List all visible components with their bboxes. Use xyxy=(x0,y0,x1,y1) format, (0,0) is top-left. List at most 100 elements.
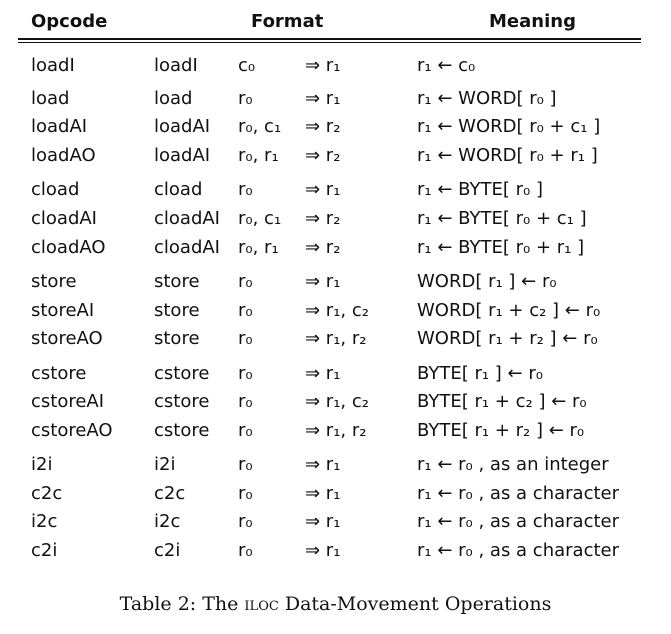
table-row: storeAI store r₀ ⇒ r₁, c₂ WORD[ r₁ + c₂ ] ← … xyxy=(0,297,671,325)
format-target-cell: ⇒ r₁ xyxy=(305,540,341,561)
format-opcode-cell: cstore xyxy=(154,363,210,384)
table-row: cstoreAO cstore r₀ ⇒ r₁, r₂ BYTE[ r₁ + r₂ ] … xyxy=(0,417,671,445)
format-opcode-cell: cloadAI xyxy=(154,208,220,229)
format-opcode-cell: loadI xyxy=(154,55,198,76)
meaning-cell: BYTE[ r₁ ] ← r₀ xyxy=(417,363,543,384)
table-row: store store r₀ ⇒ r₁ WORD[ r₁ ] ← r₀ xyxy=(0,268,671,296)
header-meaning: Meaning xyxy=(489,11,576,32)
format-opcode-cell: c2c xyxy=(154,483,186,504)
format-source-cell: r₀ xyxy=(238,300,253,321)
opcode-cell: cstoreAO xyxy=(31,420,113,441)
format-source-cell: r₀ xyxy=(238,511,253,532)
opcode-cell: cloadAI xyxy=(31,208,97,229)
format-target-cell: ⇒ r₁, c₂ xyxy=(305,391,369,412)
format-opcode-cell: cloadAI xyxy=(154,237,220,258)
format-source-cell: r₀, r₁ xyxy=(238,237,279,258)
meaning-cell: WORD[ r₁ + c₂ ] ← r₀ xyxy=(417,300,601,321)
format-source-cell: r₀ xyxy=(238,88,253,109)
format-source-cell: r₀ xyxy=(238,328,253,349)
format-source-cell: r₀, c₁ xyxy=(238,208,282,229)
format-opcode-cell: i2i xyxy=(154,454,176,475)
table-caption: Table 2: The ILOC Data-Movement Operatio… xyxy=(0,591,671,617)
format-opcode-cell: cstore xyxy=(154,391,210,412)
table-row: cstoreAI cstore r₀ ⇒ r₁, c₂ BYTE[ r₁ + c₂ ] … xyxy=(0,388,671,416)
caption-iloc: ILOC xyxy=(244,593,279,615)
format-target-cell: ⇒ r₁ xyxy=(305,454,341,475)
header-rule-bottom xyxy=(18,42,641,43)
opcode-cell: store xyxy=(31,271,77,292)
format-source-cell: r₀ xyxy=(238,540,253,561)
format-target-cell: ⇒ r₁, r₂ xyxy=(305,420,367,441)
table-row: loadAO loadAI r₀, r₁ ⇒ r₂ r₁ ← WORD[ r₀ + r₁… xyxy=(0,142,671,170)
format-source-cell: r₀ xyxy=(238,363,253,384)
opcode-cell: cstoreAI xyxy=(31,391,105,412)
format-target-cell: ⇒ r₁ xyxy=(305,483,341,504)
format-source-cell: r₀ xyxy=(238,420,253,441)
format-source-cell: r₀ xyxy=(238,271,253,292)
format-source-cell: r₀, r₁ xyxy=(238,145,279,166)
format-opcode-cell: loadAI xyxy=(154,145,211,166)
format-target-cell: ⇒ r₁ xyxy=(305,179,341,200)
format-opcode-cell: store xyxy=(154,271,200,292)
meaning-cell: r₁ ← WORD[ r₀ + r₁ ] xyxy=(417,145,598,166)
caption-suffix: Data-Movement Operations xyxy=(278,593,552,615)
format-target-cell: ⇒ r₁ xyxy=(305,271,341,292)
meaning-cell: BYTE[ r₁ + c₂ ] ← r₀ xyxy=(417,391,587,412)
opcode-cell: cstore xyxy=(31,363,87,384)
opcode-cell: storeAI xyxy=(31,300,95,321)
opcode-cell: i2i xyxy=(31,454,53,475)
meaning-cell: BYTE[ r₁ + r₂ ] ← r₀ xyxy=(417,420,585,441)
opcode-cell: loadAO xyxy=(31,145,96,166)
format-target-cell: ⇒ r₂ xyxy=(305,116,341,137)
meaning-cell: r₁ ← BYTE[ r₀ ] xyxy=(417,179,543,200)
opcode-cell: load xyxy=(31,88,70,109)
format-target-cell: ⇒ r₁, r₂ xyxy=(305,328,367,349)
opcode-cell: c2i xyxy=(31,540,58,561)
meaning-cell: r₁ ← r₀ , as a character xyxy=(417,483,619,504)
table-row: cstore cstore r₀ ⇒ r₁ BYTE[ r₁ ] ← r₀ xyxy=(0,360,671,388)
format-opcode-cell: cload xyxy=(154,179,203,200)
table-row: c2c c2c r₀ ⇒ r₁ r₁ ← r₀ , as a character xyxy=(0,480,671,508)
meaning-cell: r₁ ← WORD[ r₀ + c₁ ] xyxy=(417,116,601,137)
format-target-cell: ⇒ r₁ xyxy=(305,363,341,384)
format-source-cell: r₀ xyxy=(238,391,253,412)
format-target-cell: ⇒ r₁ xyxy=(305,511,341,532)
meaning-cell: r₁ ← WORD[ r₀ ] xyxy=(417,88,557,109)
meaning-cell: r₁ ← r₀ , as a character xyxy=(417,511,619,532)
meaning-cell: r₁ ← r₀ , as a character xyxy=(417,540,619,561)
format-target-cell: ⇒ r₂ xyxy=(305,145,341,166)
format-target-cell: ⇒ r₁ xyxy=(305,88,341,109)
table-row: loadAI loadAI r₀, c₁ ⇒ r₂ r₁ ← WORD[ r₀ + c₁… xyxy=(0,113,671,141)
format-target-cell: ⇒ r₁ xyxy=(305,55,341,76)
format-source-cell: r₀ xyxy=(238,454,253,475)
header-rule-top xyxy=(18,38,641,40)
meaning-cell: r₁ ← c₀ xyxy=(417,55,476,76)
header-opcode: Opcode xyxy=(31,11,108,32)
format-source-cell: r₀ xyxy=(238,179,253,200)
meaning-cell: WORD[ r₁ ] ← r₀ xyxy=(417,271,557,292)
format-source-cell: r₀, c₁ xyxy=(238,116,282,137)
format-opcode-cell: c2i xyxy=(154,540,181,561)
format-opcode-cell: store xyxy=(154,328,200,349)
table-row: cloadAI cloadAI r₀, c₁ ⇒ r₂ r₁ ← BYTE[ r₀ + … xyxy=(0,205,671,233)
opcode-cell: loadI xyxy=(31,55,75,76)
opcode-cell: c2c xyxy=(31,483,63,504)
format-opcode-cell: store xyxy=(154,300,200,321)
format-target-cell: ⇒ r₁, c₂ xyxy=(305,300,369,321)
opcode-cell: loadAI xyxy=(31,116,88,137)
meaning-cell: r₁ ← BYTE[ r₀ + c₁ ] xyxy=(417,208,587,229)
meaning-cell: r₁ ← BYTE[ r₀ + r₁ ] xyxy=(417,237,585,258)
format-target-cell: ⇒ r₂ xyxy=(305,208,341,229)
format-opcode-cell: cstore xyxy=(154,420,210,441)
format-source-cell: r₀ xyxy=(238,483,253,504)
opcode-cell: i2c xyxy=(31,511,58,532)
format-opcode-cell: loadAI xyxy=(154,116,211,137)
format-target-cell: ⇒ r₂ xyxy=(305,237,341,258)
